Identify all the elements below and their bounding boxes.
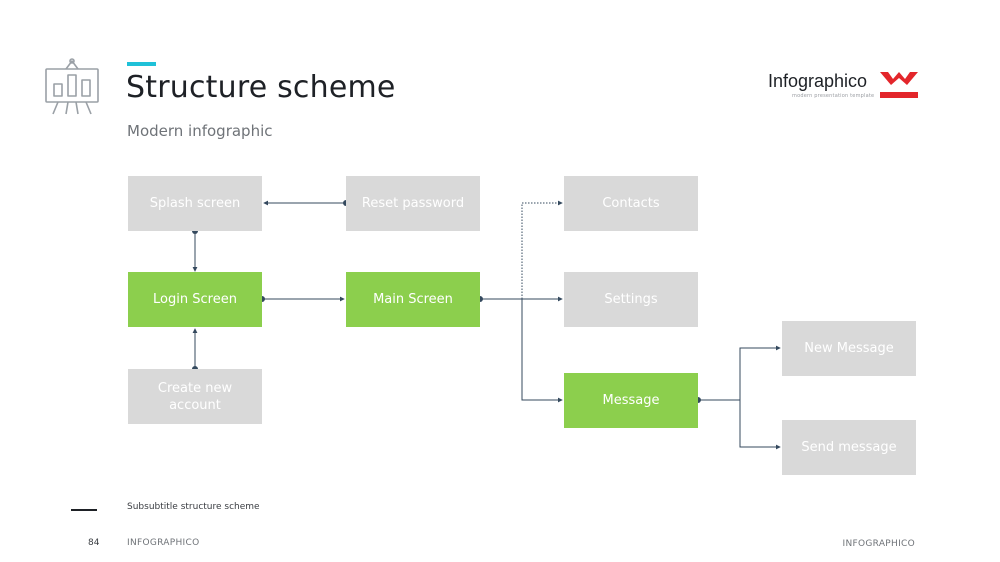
page-number: 84 <box>88 538 100 548</box>
node-contacts: Contacts <box>564 176 698 231</box>
connector-message-new <box>739 345 781 400</box>
title-accent-bar <box>127 62 156 66</box>
footer-right-label: INFOGRAPHICO <box>842 539 915 549</box>
presentation-board-icon <box>45 58 99 115</box>
node-message: Message <box>564 373 698 428</box>
brand-logo-icon <box>880 72 918 98</box>
node-splash-screen: Splash screen <box>128 176 262 231</box>
page-subtitle: Modern infographic <box>127 122 273 140</box>
connector-message-send <box>739 400 781 450</box>
footer-left-label: INFOGRAPHICO <box>127 538 200 548</box>
node-login-screen: Login Screen <box>128 272 262 327</box>
brand: Infographico modern presentation templat… <box>766 68 926 104</box>
connector-main-contacts <box>521 200 563 299</box>
node-settings: Settings <box>564 272 698 327</box>
brand-tagline: modern presentation template <box>792 93 875 99</box>
brand-name: Infographico <box>768 71 868 91</box>
connector-main-message <box>521 299 563 403</box>
node-new-message: New Message <box>782 321 916 376</box>
node-main-screen: Main Screen <box>346 272 480 327</box>
page-title: Structure scheme <box>126 70 396 105</box>
node-create-account: Create new account <box>128 369 262 424</box>
node-reset-password: Reset password <box>346 176 480 231</box>
footer-subsubtitle: Subsubtitle structure scheme <box>127 502 260 512</box>
footer-divider <box>71 509 97 511</box>
node-send-message: Send message <box>782 420 916 475</box>
